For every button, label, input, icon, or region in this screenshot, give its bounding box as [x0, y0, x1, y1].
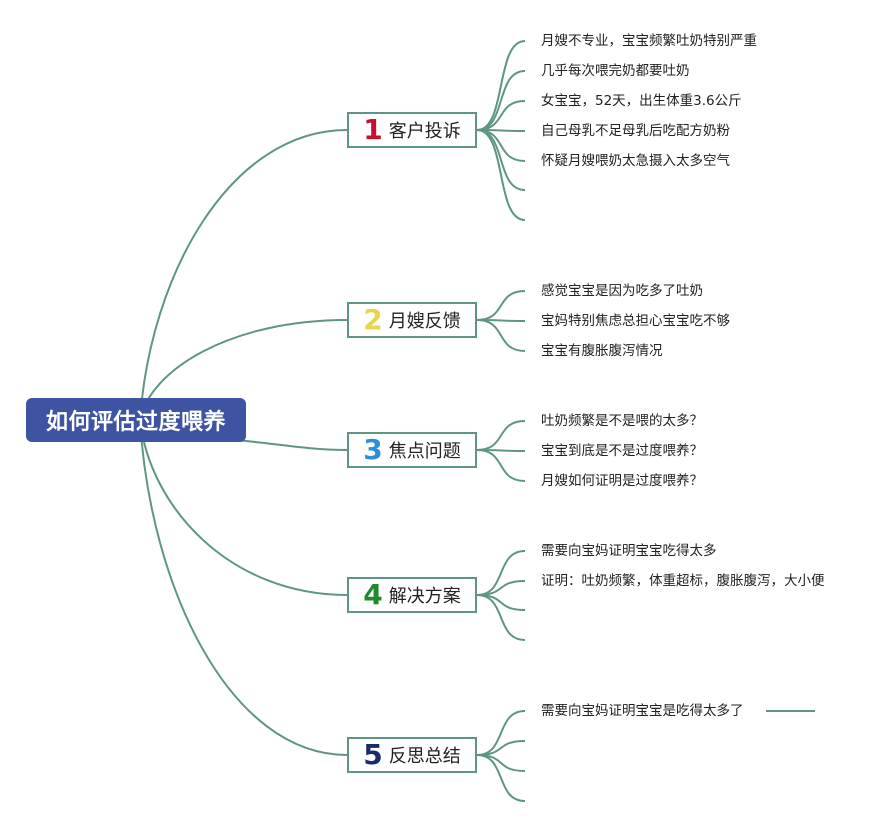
leaf-connector-3-1	[476, 420, 526, 451]
root-connector-1	[139, 129, 348, 421]
leaf-2-3[interactable]: 宝宝有腹胀腹泻情况	[541, 343, 663, 359]
leaf-connector-2-3	[476, 319, 526, 352]
leaf-1-4[interactable]: 自己母乳不足母乳后吃配方奶粉	[541, 123, 730, 139]
branch-number-3: 3	[363, 433, 383, 466]
leaf-1-3[interactable]: 女宝宝，52天，出生体重3.6公斤	[541, 93, 742, 109]
branch-label-4: 解决方案	[388, 586, 461, 607]
leaf-2-2[interactable]: 宝妈特别焦虑总担心宝宝吃不够	[541, 313, 730, 329]
branch-number-5: 5	[363, 738, 383, 771]
branch-number-2: 2	[363, 303, 383, 336]
branch-number-1: 1	[363, 113, 383, 146]
leaf-connector-5-4	[476, 754, 526, 802]
branch-label-5: 反思总结	[388, 746, 461, 767]
root-node[interactable]: 如何评估过度喂养	[26, 398, 246, 442]
leaf-connector-2-1	[476, 290, 526, 321]
branch-node-2[interactable]: 2 月嫂反馈	[347, 302, 477, 338]
leaf-connector-1-7	[476, 129, 526, 221]
branch-node-4[interactable]: 4 解决方案	[347, 577, 477, 613]
leaf-4-2[interactable]: 证明：吐奶频繁，体重超标，腹胀腹泻，大小便	[541, 573, 825, 589]
leaf-1-2[interactable]: 几乎每次喂完奶都要吐奶	[541, 63, 690, 79]
leaf-connector-5-3	[476, 754, 526, 772]
leaf-4-1[interactable]: 需要向宝妈证明宝宝吃得太多	[541, 543, 717, 559]
root-connector-3	[235, 439, 348, 451]
leaf-connector-3-3	[476, 449, 526, 482]
leaf-connector-5-1	[476, 710, 526, 756]
branch-label-3: 焦点问题	[388, 441, 461, 462]
leaf-connector-4-3	[476, 594, 526, 611]
branch-node-3[interactable]: 3 焦点问题	[347, 432, 477, 468]
branch-node-1[interactable]: 1 客户投诉	[347, 112, 477, 148]
leaf-1-5[interactable]: 怀疑月嫂喂奶太急摄入太多空气	[541, 153, 730, 169]
leaf-5-1[interactable]: 需要向宝妈证明宝宝是吃得太多了	[541, 703, 744, 719]
branch-node-5[interactable]: 5 反思总结	[347, 737, 477, 773]
branch-number-4: 4	[363, 578, 383, 611]
leaf-3-3[interactable]: 月嫂如何证明是过度喂养？	[541, 473, 703, 489]
branch-label-1: 客户投诉	[388, 121, 461, 142]
leaf-connector-1-3	[476, 100, 526, 131]
leaf-connector-1-1	[476, 40, 526, 131]
leaf-3-2[interactable]: 宝宝到底是不是过度喂养？	[541, 443, 703, 459]
leaf-connector-1-2	[476, 70, 526, 131]
leaf-3-1[interactable]: 吐奶频繁是不是喂的太多？	[541, 413, 703, 429]
leaf-1-1[interactable]: 月嫂不专业，宝宝频繁吐奶特别严重	[541, 33, 757, 49]
leaf-connector-4-1	[476, 550, 526, 596]
root-label: 如何评估过度喂养	[45, 410, 226, 435]
leaf-connector-1-5	[476, 129, 526, 162]
root-connector-5	[139, 419, 348, 756]
leaf-2-1[interactable]: 感觉宝宝是因为吃多了吐奶	[541, 283, 703, 299]
branch-label-2: 月嫂反馈	[388, 311, 461, 332]
leaf-connector-4-4	[476, 594, 526, 641]
root-connector-4	[139, 419, 348, 596]
